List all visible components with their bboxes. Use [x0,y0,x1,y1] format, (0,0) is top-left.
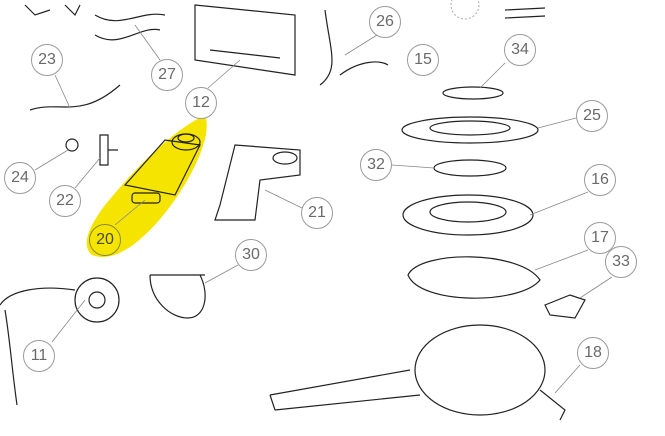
part-15-oring [450,0,480,20]
callout-34[interactable]: 34 [504,34,536,66]
part-30-bracket [149,274,206,319]
callout-32[interactable]: 32 [360,149,392,181]
callout-16[interactable]: 16 [584,164,616,196]
callout-27[interactable]: 27 [151,59,183,91]
part-24-cap [65,138,79,152]
callout-12[interactable]: 12 [185,87,217,119]
part-23-cable [29,84,121,111]
part-16-plate [402,194,534,236]
part-26-cable [319,9,389,86]
part-25-ring [401,116,539,144]
part-20-highlight [86,115,207,258]
callout-21[interactable]: 21 [301,197,333,229]
callout-30[interactable]: 30 [235,239,267,271]
callout-24[interactable]: 24 [4,162,36,194]
callout-11[interactable]: 11 [23,340,55,372]
part-20-reservoir [123,133,201,204]
callout-22[interactable]: 22 [49,185,81,217]
part-27-cable [94,13,166,41]
leader-lines [34,24,613,394]
part-top-left-fragments [24,4,81,17]
callout-20[interactable]: 20 [89,224,121,256]
callout-33[interactable]: 33 [605,246,637,278]
callout-23[interactable]: 23 [31,44,63,76]
part-33-clip [544,294,586,319]
callout-17[interactable]: 17 [584,222,616,254]
callout-18[interactable]: 18 [577,337,609,369]
part-17-frame [407,256,541,299]
part-18-base [269,324,566,421]
callout-15[interactable]: 15 [407,44,439,76]
callout-25[interactable]: 25 [576,100,608,132]
part-32-ring [433,159,507,177]
part-12-control-board [194,4,296,76]
part-21-housing [214,144,301,221]
part-22-valve [99,134,118,166]
part-top-right-tube [504,7,546,19]
part-34-gasket [442,86,504,100]
callout-26[interactable]: 26 [369,6,401,38]
part-11-fan [0,277,120,406]
